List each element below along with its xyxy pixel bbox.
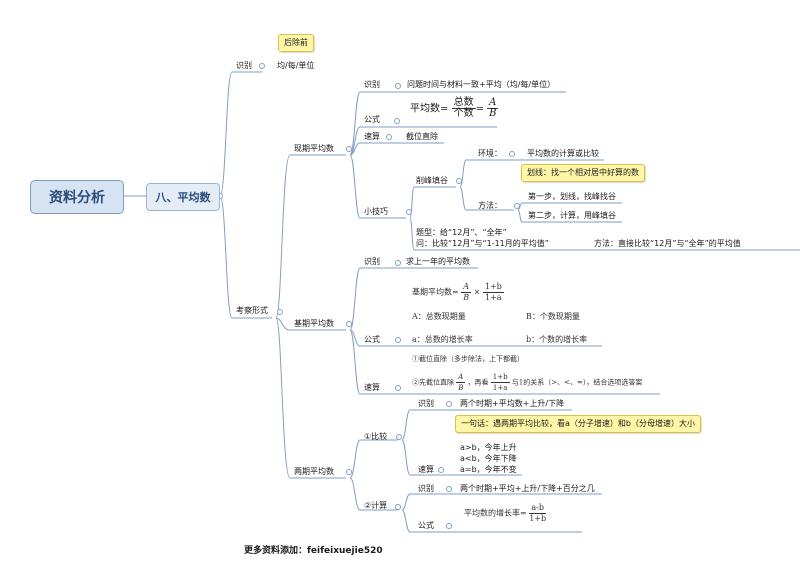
current-quick-text: 截位直除	[406, 132, 438, 141]
peak-label: 削峰填谷	[416, 176, 448, 185]
current-quick-label: 速算	[364, 132, 380, 141]
current-formula-label: 公式	[364, 115, 380, 124]
compare-identify-text: 两个时期+平均数+上升/下降	[460, 399, 565, 408]
current-period-label: 现期平均数	[294, 144, 334, 153]
question-type-line-1: 题型：给“12月”、“全年”	[416, 228, 507, 237]
formula-lhs: 平均数	[410, 103, 440, 115]
base-identify-text: 求上一年的平均数	[406, 257, 470, 266]
current-identify-text: 问题时间与材料一致+平均（均/每/单位）	[407, 80, 556, 89]
peak-env-text: 平均数的计算或比较	[527, 149, 599, 158]
base-identify-label: 识别	[364, 257, 380, 266]
peak-method-callout: 划线：找一个相对居中好算的数	[521, 164, 645, 182]
identify-value: 均/每/单位	[277, 61, 315, 70]
footer-contact: feifeixuejie520	[307, 546, 383, 556]
compare-rule-1: a>b，今年上升	[460, 443, 517, 452]
compare-rule-2: a<b，今年下降	[460, 454, 517, 463]
calc-label: ②计算	[364, 501, 388, 510]
question-method: 方法：直接比较“12月”与“全年”的平均值	[594, 239, 741, 248]
footer-label: 更多资料添加：	[244, 546, 308, 556]
compare-identify-label: 识别	[418, 399, 434, 408]
compare-quick-label: 速算	[418, 465, 434, 474]
root-topic[interactable]: 资料分析	[30, 180, 124, 214]
current-tips-label: 小技巧	[364, 207, 388, 216]
peak-method-label: 方法：	[478, 201, 502, 210]
formula-fraction-words: 总数个数	[451, 97, 476, 119]
calc-identify-text: 两个时期+平均+上升/下降+百分之几	[460, 484, 595, 493]
base-period-label: 基期平均数	[294, 319, 334, 328]
footer-note: 更多资料添加：feifeixuejie520	[244, 546, 383, 556]
identify-label: 识别	[236, 61, 252, 70]
legend-b: b：个数的增长率	[526, 335, 588, 344]
compare-label: ①比较	[364, 432, 388, 441]
peak-env-label: 环境：	[478, 149, 502, 158]
base-formula-label: 公式	[364, 335, 380, 344]
legend-A: A：总数现期量	[412, 312, 466, 321]
question-type-line-2: 问：比较“12月”与“1-11月的平均值”	[416, 239, 549, 248]
compare-callout: 一句话：遇两期平均比较，看a（分子增速）和b（分母增速）大小	[455, 415, 701, 433]
section-label: 八、平均数	[155, 191, 211, 204]
identify-note-callout: 后除前	[278, 34, 314, 52]
section-topic[interactable]: 八、平均数	[146, 183, 220, 211]
base-quick-label: 速算	[364, 383, 380, 392]
peak-step-2: 第二步，计算，用峰填谷	[528, 211, 616, 220]
current-identify-label: 识别	[364, 80, 380, 89]
two-period-label: 两期平均数	[294, 467, 334, 476]
exam-forms-label: 考察形式	[236, 306, 268, 315]
root-label: 资料分析	[49, 190, 105, 206]
calc-formula-label: 公式	[418, 521, 434, 530]
legend-B: B：个数现期量	[526, 312, 580, 321]
legend-a: a：总数的增长率	[412, 335, 473, 344]
base-quick-1: ①截位直除（多步除法，上下都截）	[412, 355, 524, 363]
compare-rule-3: a=b，今年不变	[460, 465, 517, 474]
calc-identify-label: 识别	[418, 484, 434, 493]
peak-step-1: 第一步，划线，找峰找谷	[528, 192, 616, 201]
